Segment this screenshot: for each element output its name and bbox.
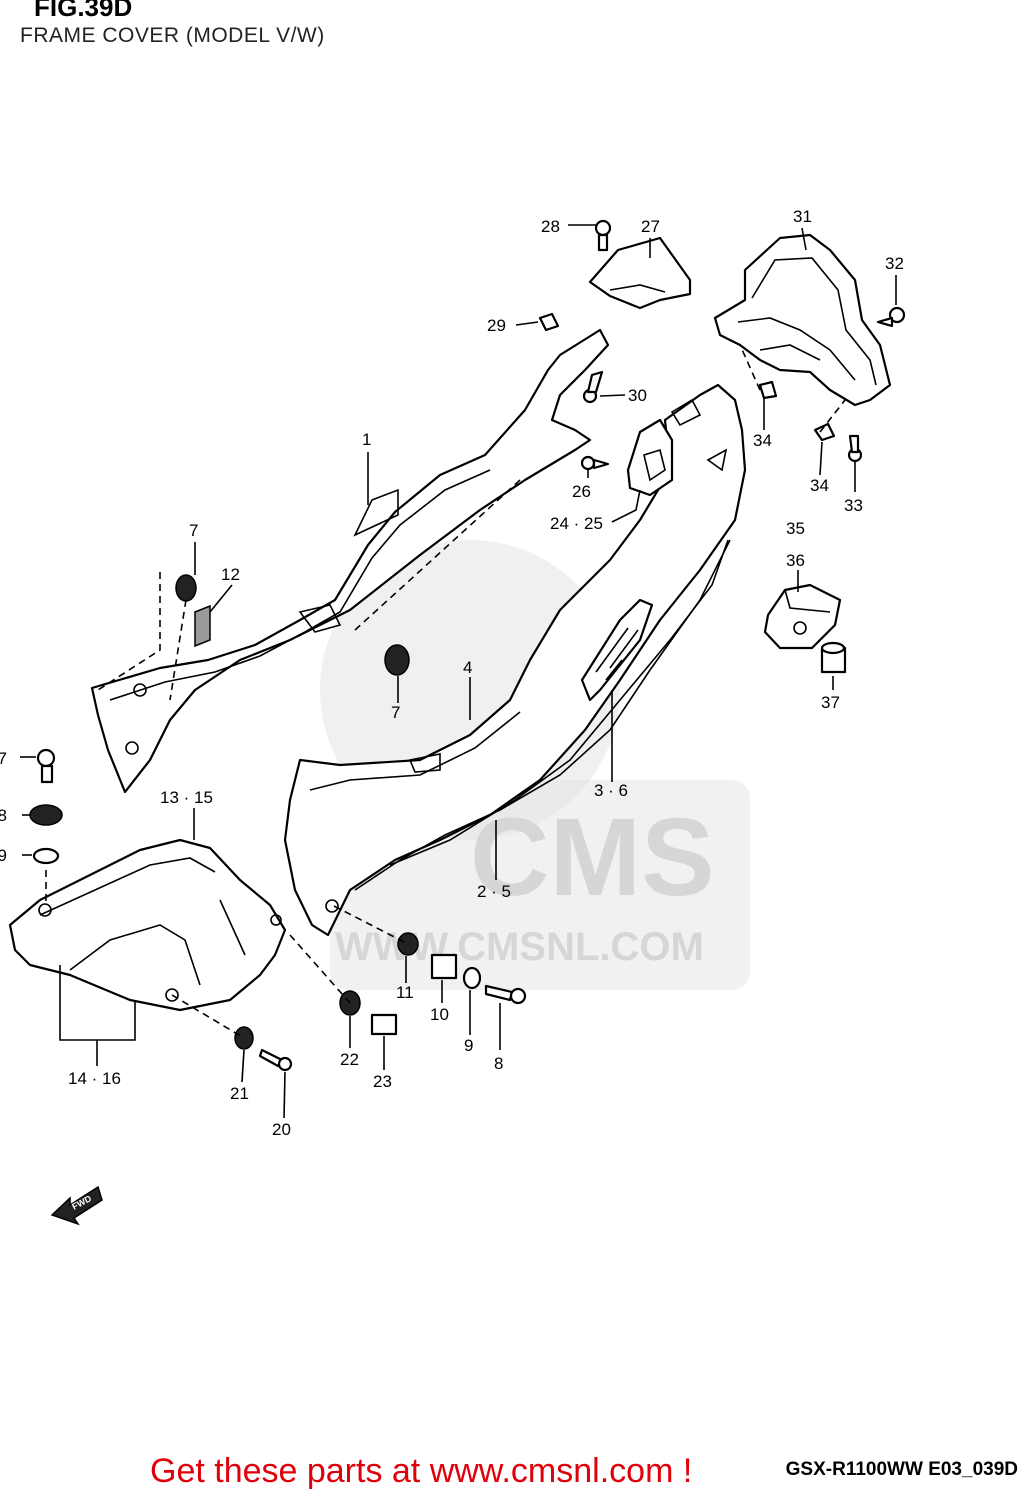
callout-34-b: 34 xyxy=(810,476,829,495)
figure-subtitle: FRAME COVER (MODEL V/W) xyxy=(20,24,325,47)
callout-1: 1 xyxy=(362,430,371,449)
callout-18: 18 xyxy=(0,806,7,825)
bracket xyxy=(626,418,674,497)
spacer-37 xyxy=(820,641,847,674)
callout-27: 27 xyxy=(641,217,660,236)
callout-3-6: 3 · 6 xyxy=(594,781,628,800)
callout-37: 37 xyxy=(821,693,840,712)
callout-7-b: 7 xyxy=(391,703,400,722)
callout-22: 22 xyxy=(340,1050,359,1069)
emblem-badge xyxy=(580,598,654,702)
callout-28: 28 xyxy=(541,217,560,236)
callout-21: 21 xyxy=(230,1084,249,1103)
watermark-text: WWW.CMSNL.COM xyxy=(335,925,704,969)
frame-cover-right xyxy=(283,383,747,937)
hardware xyxy=(29,219,906,1072)
callout-7-a: 7 xyxy=(189,521,198,540)
callout-4: 4 xyxy=(463,658,472,677)
callout-26: 26 xyxy=(572,482,591,501)
callout-30: 30 xyxy=(628,386,647,405)
callout-36: 36 xyxy=(786,551,805,570)
leader-lines xyxy=(20,224,897,1119)
assembly-lines xyxy=(45,344,846,1039)
callout-2-5: 2 · 5 xyxy=(477,882,511,901)
callout-20: 20 xyxy=(272,1120,291,1139)
callout-19: 19 xyxy=(0,846,7,865)
callouts: 28 27 31 32 29 30 1 34 34 33 26 24 · 25 … xyxy=(0,207,904,1139)
callout-9: 9 xyxy=(464,1036,473,1055)
fwd-arrow-icon: FWD xyxy=(50,1185,103,1226)
callout-14-16: 14 · 16 xyxy=(68,1069,121,1088)
callout-8: 8 xyxy=(494,1054,503,1073)
callout-33: 33 xyxy=(844,496,863,515)
call-to-action-link[interactable]: Get these parts at www.cmsnl.com ! xyxy=(150,1452,693,1490)
callout-17: 17 xyxy=(0,749,7,768)
damper-block xyxy=(763,583,842,650)
seat-plate xyxy=(588,236,692,310)
callout-10: 10 xyxy=(430,1005,449,1024)
callout-24-25: 24 · 25 xyxy=(550,514,603,533)
callout-34-a: 34 xyxy=(753,431,772,450)
callout-29: 29 xyxy=(487,316,506,335)
tail-cover xyxy=(713,233,892,407)
callout-32: 32 xyxy=(885,254,904,273)
drawing-code: GSX-R1100WW E03_039D xyxy=(785,1459,1018,1480)
lower-side-panel xyxy=(8,838,287,1012)
callout-12: 12 xyxy=(221,565,240,584)
callout-13-15: 13 · 15 xyxy=(160,788,213,807)
callout-31: 31 xyxy=(793,207,812,226)
figure-title: FIG.39D xyxy=(34,0,133,22)
callout-11: 11 xyxy=(396,983,414,1002)
callout-23: 23 xyxy=(373,1072,392,1091)
watermark-logo: CMS xyxy=(470,796,714,919)
frame-cover-left xyxy=(90,328,610,794)
callout-35: 35 xyxy=(786,519,805,538)
